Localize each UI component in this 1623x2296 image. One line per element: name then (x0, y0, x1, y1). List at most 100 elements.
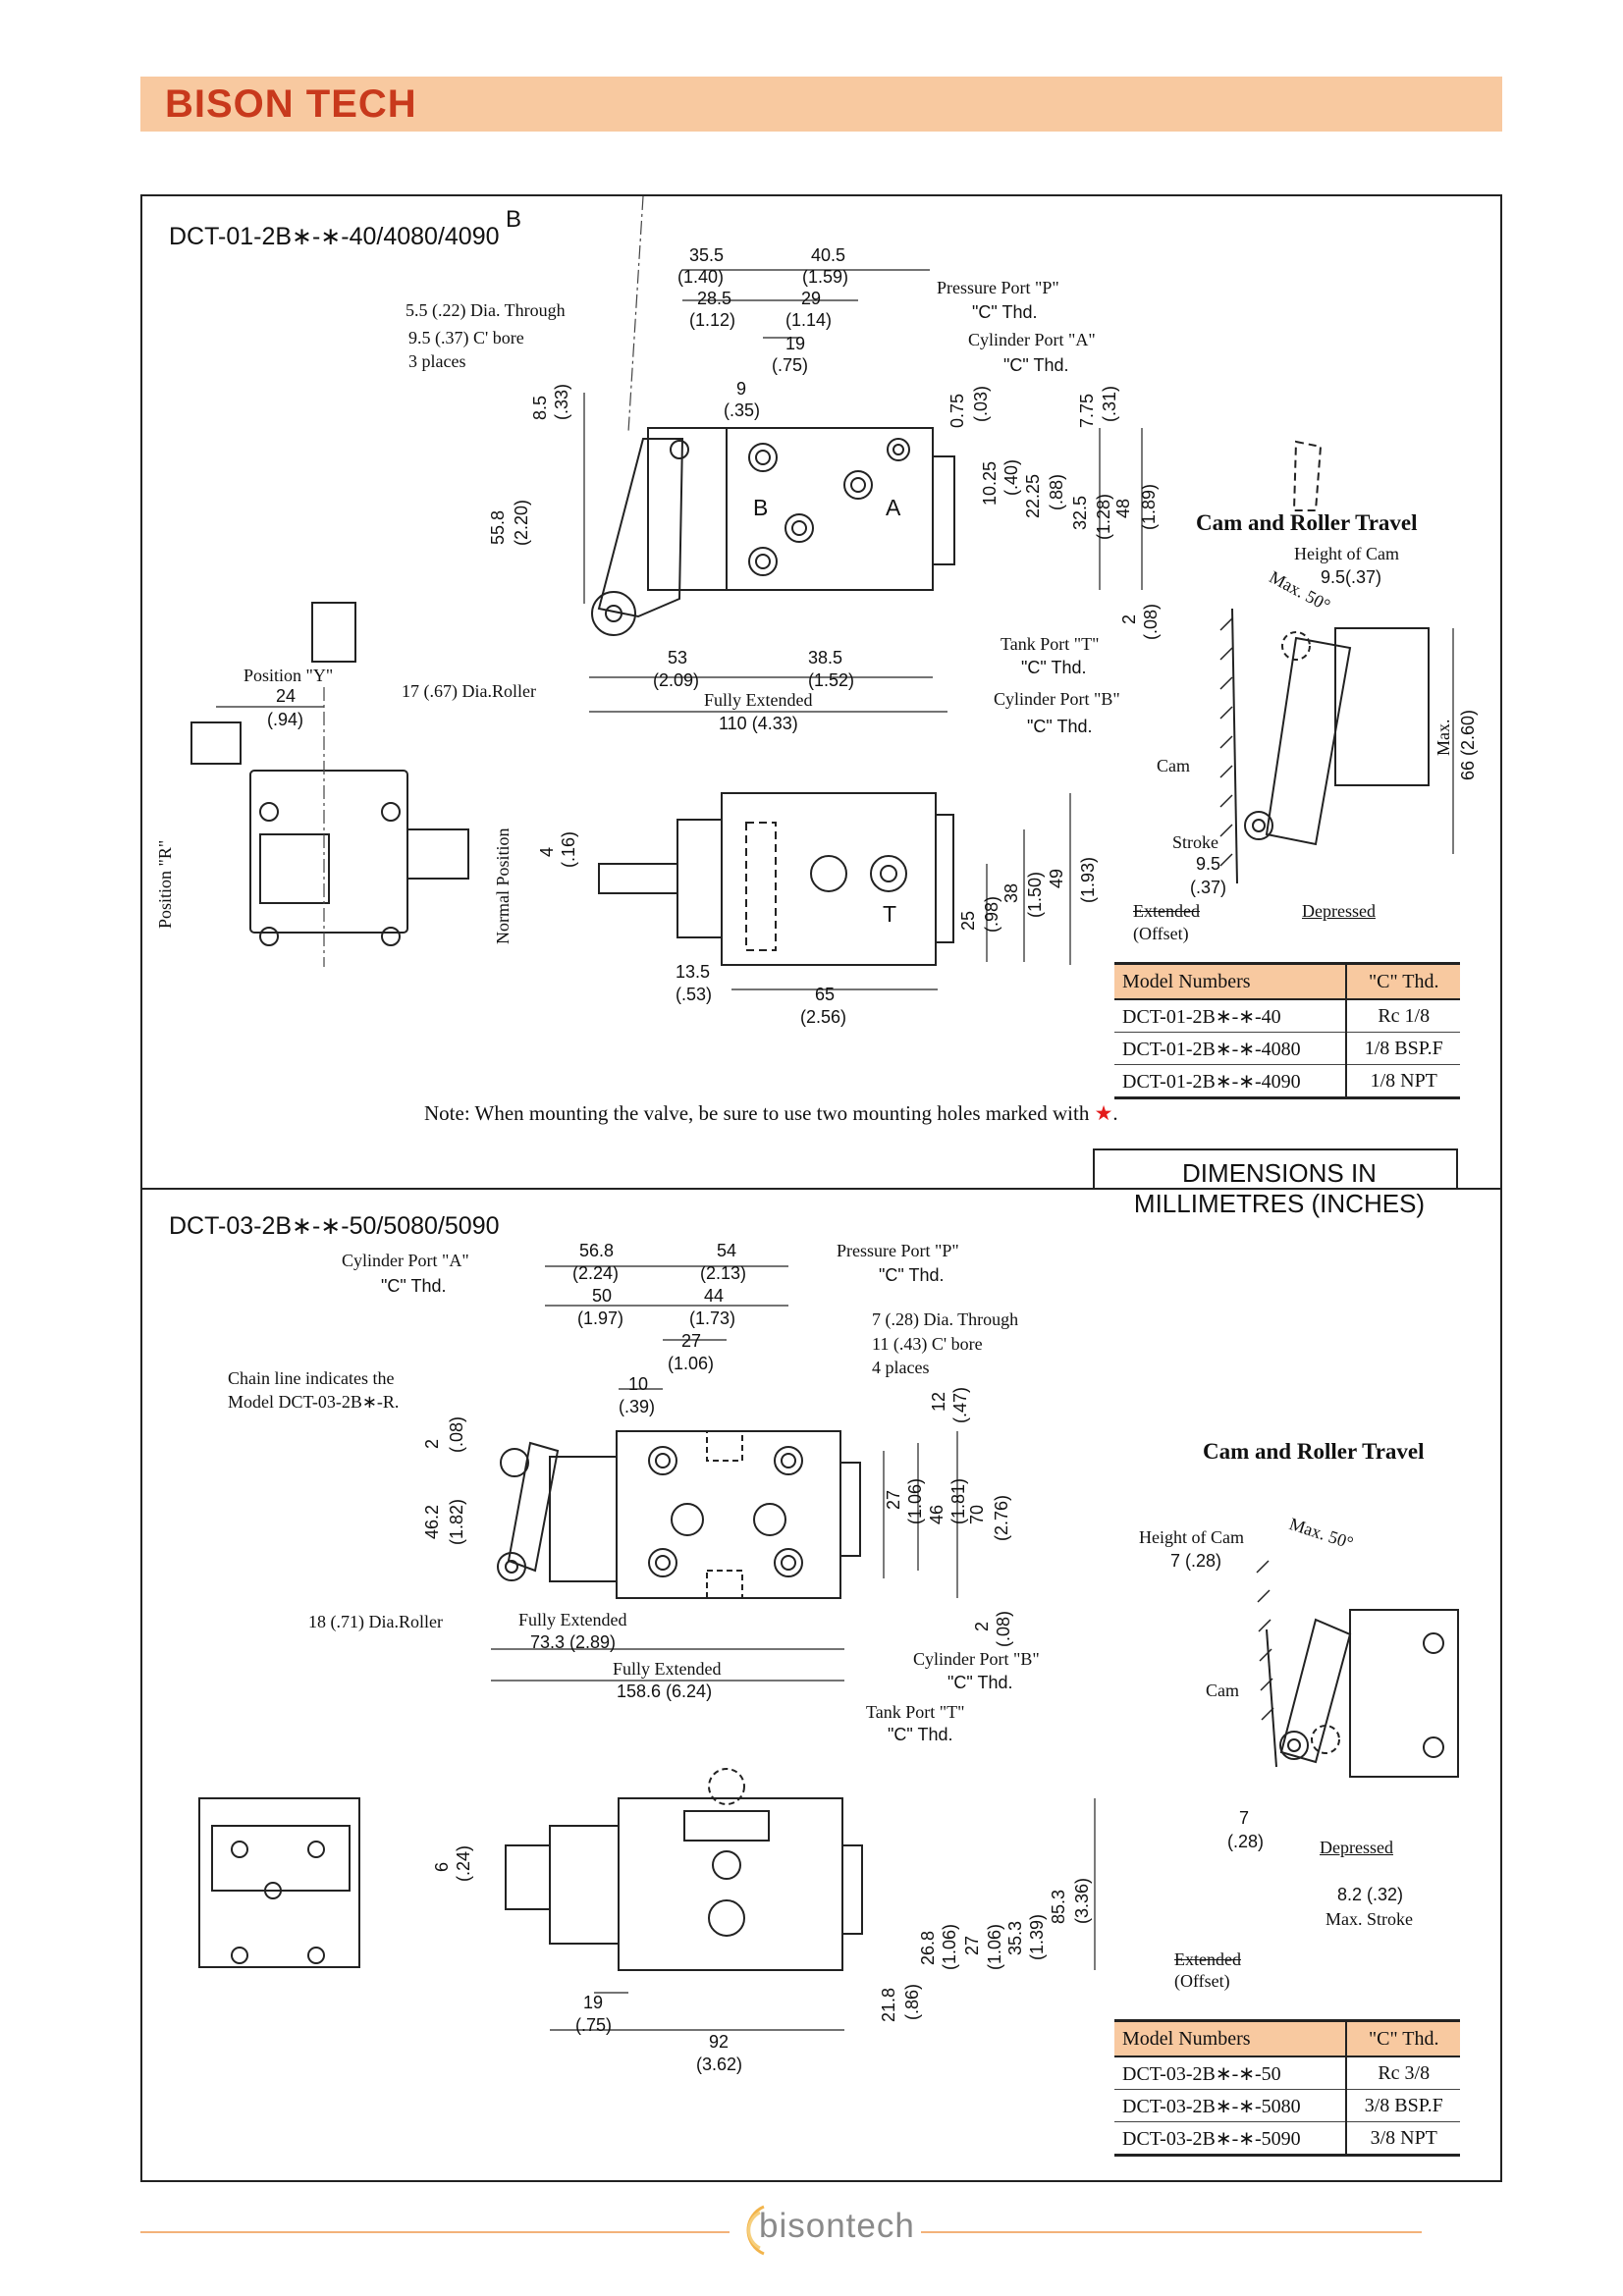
dim-35-3: 35.3 (1005, 1920, 1025, 1955)
table-cell: DCT-01-2B∗-∗-4080 (1114, 1032, 1348, 1065)
table-cell: DCT-03-2B∗-∗-50 (1114, 2056, 1348, 2090)
dim-29-in: (1.14) (785, 310, 833, 330)
s2-tank-thd: "C" Thd. (888, 1725, 953, 1744)
dim-85-3-in: (3.36) (1072, 1877, 1092, 1924)
dim-26-8: 26.8 (918, 1930, 938, 1965)
dim-28-5-in: (1.12) (689, 310, 736, 330)
dim-9-in: (.35) (724, 400, 761, 420)
height-of-cam-1: Height of Cam (1294, 544, 1399, 563)
table-cell: DCT-03-2B∗-∗-5080 (1114, 2089, 1348, 2122)
dim-12-in: (.47) (950, 1386, 970, 1423)
mounting-note-end: . (1112, 1101, 1118, 1125)
section-divider (140, 1188, 1502, 1190)
mounting-note: Note: When mounting the valve, be sure t… (424, 1101, 1118, 1126)
table1-header-thd: "C" Thd. (1346, 962, 1460, 1000)
table-cell: DCT-01-2B∗-∗-4090 (1114, 1064, 1348, 1099)
dim-38-5: 38.5 (808, 648, 843, 667)
dim-92: 92 (709, 2032, 730, 2052)
dim-70-in: (2.76) (992, 1494, 1011, 1541)
dim-56-8-in: (2.24) (572, 1263, 620, 1283)
dim-92-in: (3.62) (696, 2055, 743, 2074)
dim-7: 7 (1239, 1808, 1250, 1828)
section1-title: DCT-01-2B∗-∗-40/4080/4090 (169, 223, 500, 250)
cylinder-a-label: Cylinder Port "A" (968, 330, 1096, 349)
offset-label-1: (Offset) (1133, 924, 1189, 943)
dim-46-in: (1.81) (948, 1477, 968, 1524)
dim-44-in: (1.73) (689, 1308, 736, 1328)
dim-65: 65 (815, 985, 836, 1004)
s2-hole-note-2: 11 (.43) C' bore (872, 1334, 983, 1354)
height-val-2: 7 (.28) (1170, 1551, 1222, 1571)
dim-13-5-in: (.53) (676, 985, 713, 1004)
s2-dim-2b-in: (.08) (994, 1610, 1013, 1647)
footer-logo-text: bisontech (759, 2207, 915, 2245)
dim-85-3: 85.3 (1049, 1889, 1068, 1924)
position-y-label: Position "Y" (243, 666, 334, 685)
hole-note-2: 9.5 (.37) C' bore (408, 328, 524, 347)
dimensions-box (1093, 1148, 1458, 1188)
fully-extended-1: Fully Extended (704, 690, 813, 710)
hole-note-1: 5.5 (.22) Dia. Through (406, 300, 566, 320)
s2-cylinder-a-label: Cylinder Port "A" (342, 1251, 469, 1270)
dim-9: 9 (736, 379, 747, 399)
brand-title: BISON TECH (165, 82, 417, 126)
table-cell: DCT-01-2B∗-∗-40 (1114, 999, 1348, 1033)
hole-note-3: 3 places (408, 351, 466, 371)
dim-73-3: 73.3 (2.89) (530, 1632, 617, 1652)
dimensions-text: DIMENSIONS IN MILLIMETRES (INCHES) (1133, 1158, 1426, 1218)
cam-label-1: Cam (1157, 756, 1190, 775)
table2-header-thd: "C" Thd. (1346, 2019, 1460, 2057)
dim-70: 70 (967, 1504, 987, 1524)
dim-6-in: (.24) (454, 1844, 473, 1882)
table2-header-model: Model Numbers (1114, 2019, 1348, 2057)
s2-hole-note-1: 7 (.28) Dia. Through (872, 1309, 1019, 1329)
port-b-letter: B (506, 206, 522, 233)
s2-cylinder-b: Cylinder Port "B" (913, 1649, 1040, 1669)
dim-35-5: 35.5 (689, 245, 725, 265)
s2-dim-2-in: (.08) (447, 1415, 466, 1453)
dim-46-2: 46.2 (422, 1504, 442, 1539)
dim-19-in: (.75) (772, 355, 809, 375)
table-cell: 1/8 NPT (1346, 1064, 1460, 1099)
dim-27-v-in: (1.06) (905, 1477, 925, 1524)
dim-19: 19 (785, 334, 806, 353)
extended-label-1: Extended (1133, 901, 1200, 921)
table-cell: 3/8 NPT (1346, 2121, 1460, 2157)
max-stroke-label: Max. Stroke (1325, 1909, 1413, 1929)
dim-46-2-in: (1.82) (447, 1498, 466, 1545)
s2-cylinder-b-thd: "C" Thd. (947, 1673, 1013, 1692)
port-t-mark: T (883, 901, 897, 927)
bison-logo-icon (746, 2205, 765, 2256)
extended-label-2: Extended (1174, 1949, 1241, 1969)
dim-27-v: 27 (884, 1489, 903, 1510)
dim-29: 29 (801, 289, 822, 308)
depressed-label-1: Depressed (1302, 901, 1376, 921)
cylinder-b-thd: "C" Thd. (1027, 717, 1093, 736)
stroke-val-in-1: (.37) (1190, 878, 1227, 897)
cam-label-2: Cam (1206, 1681, 1239, 1700)
dim-24: 24 (276, 686, 297, 706)
dim-40-5-in: (1.59) (802, 267, 849, 287)
s2-tank-port: Tank Port "T" (866, 1702, 965, 1722)
table-cell: DCT-03-2B∗-∗-5090 (1114, 2121, 1348, 2157)
s2-fully-extended-2: Fully Extended (613, 1659, 722, 1679)
dim-35-5-in: (1.40) (677, 267, 725, 287)
dim-38-5-in: (1.52) (808, 670, 855, 690)
table-cell: 1/8 BSP.F (1346, 1032, 1460, 1065)
max-stroke-val: 8.2 (.32) (1337, 1885, 1404, 1904)
chain-line-2: Model DCT-03-2B∗-R. (228, 1392, 400, 1412)
tank-thd: "C" Thd. (1021, 658, 1087, 677)
s2-dim-19-in: (.75) (575, 2015, 613, 2035)
dim-28-5: 28.5 (697, 289, 732, 308)
dim-10-in: (.39) (619, 1397, 656, 1416)
table-cell: 3/8 BSP.F (1346, 2089, 1460, 2122)
s2-dim-2b: 2 (972, 1621, 992, 1631)
s2-roller-label: 18 (.71) Dia.Roller (308, 1612, 443, 1631)
dim-6: 6 (432, 1861, 452, 1872)
height-val-1: 9.5(.37) (1321, 567, 1382, 587)
